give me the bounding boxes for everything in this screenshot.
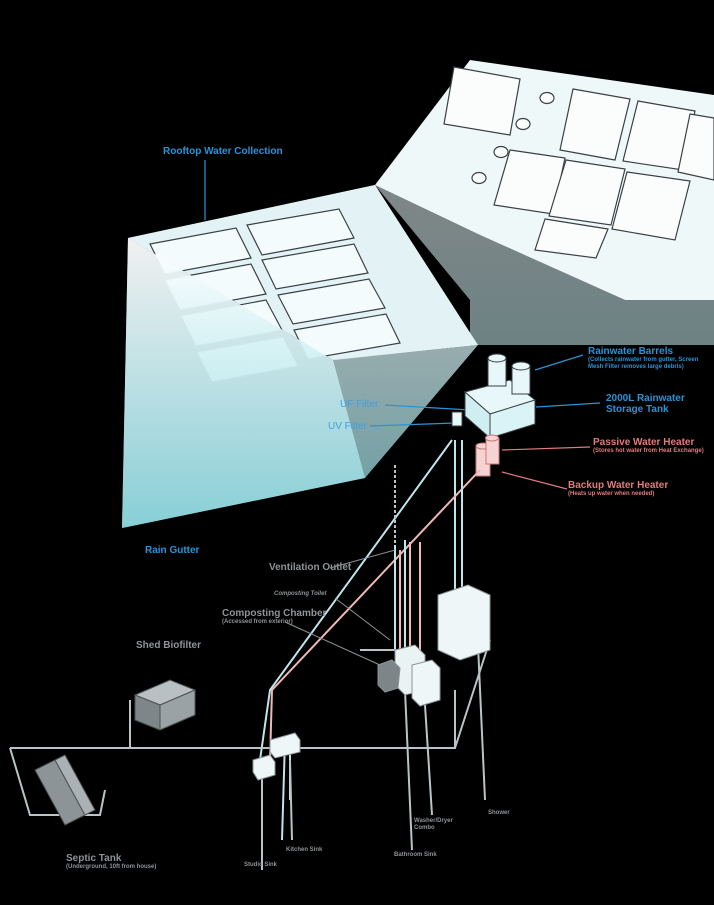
bathroom-sink-label: Bathroom Sink: [394, 852, 437, 858]
backup-water-heater-sub: (Heats up water when needed): [568, 491, 655, 497]
passive-water-heater-title: Passive Water Heater: [593, 437, 695, 448]
kitchen-sink-label: Kitchen Sink: [286, 847, 323, 853]
rain-gutter-label: Rain Gutter: [145, 545, 200, 556]
rainwater-barrels-title: Rainwater Barrels: [588, 346, 674, 357]
rainwater-barrels-sub: (Collects rainwater from gutter, Screen …: [588, 357, 699, 370]
septic-tank-label: Septic Tank (Underground, 10ft from hous…: [66, 853, 156, 871]
uf-filter-label: UF Filter: [340, 399, 379, 410]
backup-water-heater-title: Backup Water Heater: [568, 480, 669, 491]
water-heaters: [475, 434, 500, 477]
passive-water-heater-label: Passive Water Heater (Stores hot water f…: [593, 437, 711, 455]
septic-tank-shape: [34, 754, 96, 826]
rain-gutter: [122, 238, 478, 528]
leader-lines: [204, 160, 601, 427]
right-roof: [375, 60, 714, 345]
composting-chamber-sub: (Accessed from exterior): [222, 619, 293, 625]
studio-sink-label: Studio Sink: [244, 862, 277, 868]
shed-biofilter-label: Shed Biofilter: [136, 640, 202, 651]
septic-tank-title: Septic Tank: [66, 853, 122, 864]
septic-tank-sub: (Underground, 10ft from house): [66, 864, 157, 870]
fixtures: [252, 584, 491, 781]
rainwater-system: [451, 353, 537, 440]
ventilation-outlet-label: Ventilation Outlet: [269, 562, 352, 573]
storage-tank-label: 2000L Rainwater Storage Tank: [606, 393, 685, 415]
left-roof: [128, 185, 478, 383]
rainwater-barrels-label: Rainwater Barrels (Collects rainwater fr…: [588, 346, 712, 370]
shed-biofilter-box: [133, 679, 197, 731]
shower-label: Shower: [488, 810, 510, 816]
composting-toilet-label: Composting Toilet: [274, 591, 327, 597]
composting-chamber-title: Composting Chamber: [222, 608, 327, 619]
passive-water-heater-sub: (Stores hot water from Heat Exchange): [593, 448, 704, 454]
pipes: [259, 439, 481, 841]
rooftop-water-collection-label: Rooftop Water Collection: [163, 146, 283, 157]
washer-dryer-label: Washer/Dryer Combo: [414, 818, 453, 831]
backup-water-heater-label: Backup Water Heater (Heats up water when…: [568, 480, 708, 498]
uv-filter-label: UV Filter: [328, 421, 367, 432]
composting-chamber-label: Composting Chamber (Accessed from exteri…: [222, 608, 326, 626]
